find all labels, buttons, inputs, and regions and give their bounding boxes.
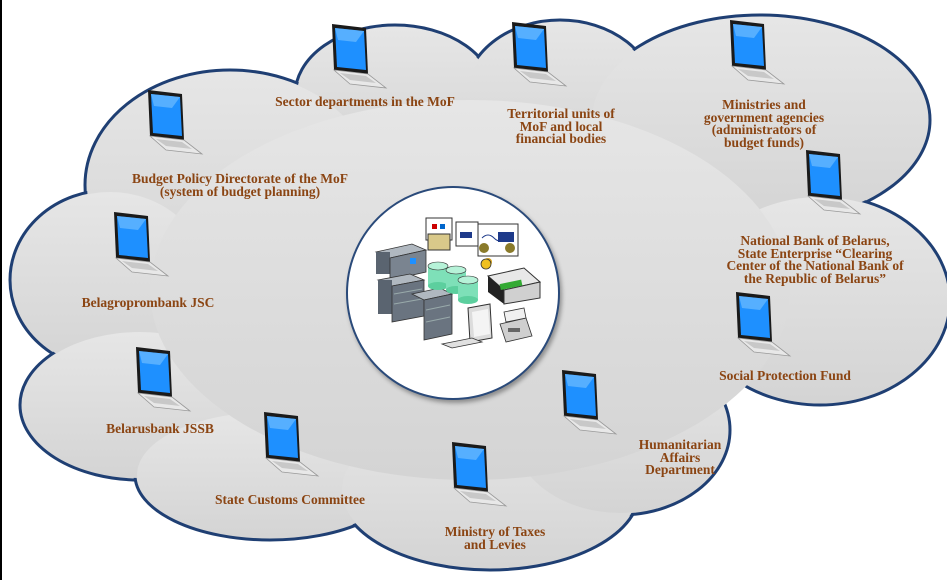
printer-icon: [486, 267, 542, 305]
node-label-customs: State Customs Committee: [215, 492, 365, 507]
node-label-taxes: Ministry of Taxes and Levies: [444, 524, 546, 552]
central-hub-circle: [346, 186, 560, 400]
laptop-icon: [562, 370, 618, 435]
laptop-icon: [730, 20, 786, 85]
laptop-icon: [136, 347, 192, 412]
computer-icon: [440, 303, 533, 349]
node-label-belagroprombank: Belagroprombank JSC: [81, 295, 215, 310]
laptop-icon: [332, 24, 388, 89]
laptop-icon: [452, 442, 508, 507]
node-label-social-protection: Social Protection Fund: [719, 368, 851, 383]
node-label-sector-departments: Sector departments in the MoF: [275, 94, 455, 109]
database-icon: [427, 261, 479, 304]
node-label-ministries: Ministries and government agencies (admi…: [703, 97, 825, 150]
laptop-icon: [512, 22, 568, 87]
documents-icon: [425, 217, 519, 270]
node-label-budget-policy: Budget Policy Directorate of the MoF (sy…: [131, 171, 349, 199]
left-border-line: [0, 0, 2, 580]
node-label-territorial-units: Territorial units of MoF and local finan…: [507, 106, 615, 146]
laptop-icon: [264, 412, 320, 477]
laptop-icon: [114, 212, 170, 277]
laptop-icon: [806, 150, 862, 215]
laptop-icon: [736, 292, 792, 357]
node-label-belarusbank: Belarusbank JSSB: [106, 421, 214, 436]
server-network-icon: [374, 217, 542, 349]
node-label-national-bank: National Bank of Belarus, State Enterpri…: [726, 233, 904, 286]
node-label-humanitarian: Humanitarian Affairs Department: [638, 437, 722, 477]
laptop-icon: [148, 90, 204, 155]
server-rack-icon: [374, 243, 454, 341]
